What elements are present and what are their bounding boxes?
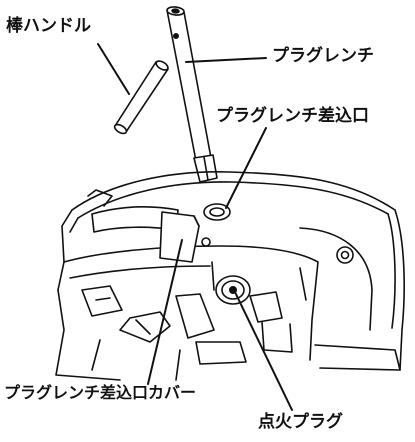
leader-lines [97,43,293,411]
inlet-cover-label: プラグレンチ差込口カバー [4,383,197,402]
plug-wrench-label: プラグレンチ [272,46,374,66]
handle-bar-label: 棒ハンドル [6,16,91,36]
leader-plug-wrench [185,57,267,63]
inlet-cover-drawing [159,211,211,263]
leader-inlet-cover [147,239,183,385]
generator-body [55,171,405,381]
leader-wrench-inlet [225,127,267,209]
leader-handle-bar [97,43,130,95]
spark-plug-label: 点火プラグ [258,412,343,432]
leader-spark-plug [233,289,293,411]
wrench-inlet-drawing [203,203,231,221]
wrench-inlet-label: プラグレンチ差込口 [216,106,369,126]
plug-wrench-drawing [166,6,218,183]
handle-bar-drawing [113,60,169,135]
